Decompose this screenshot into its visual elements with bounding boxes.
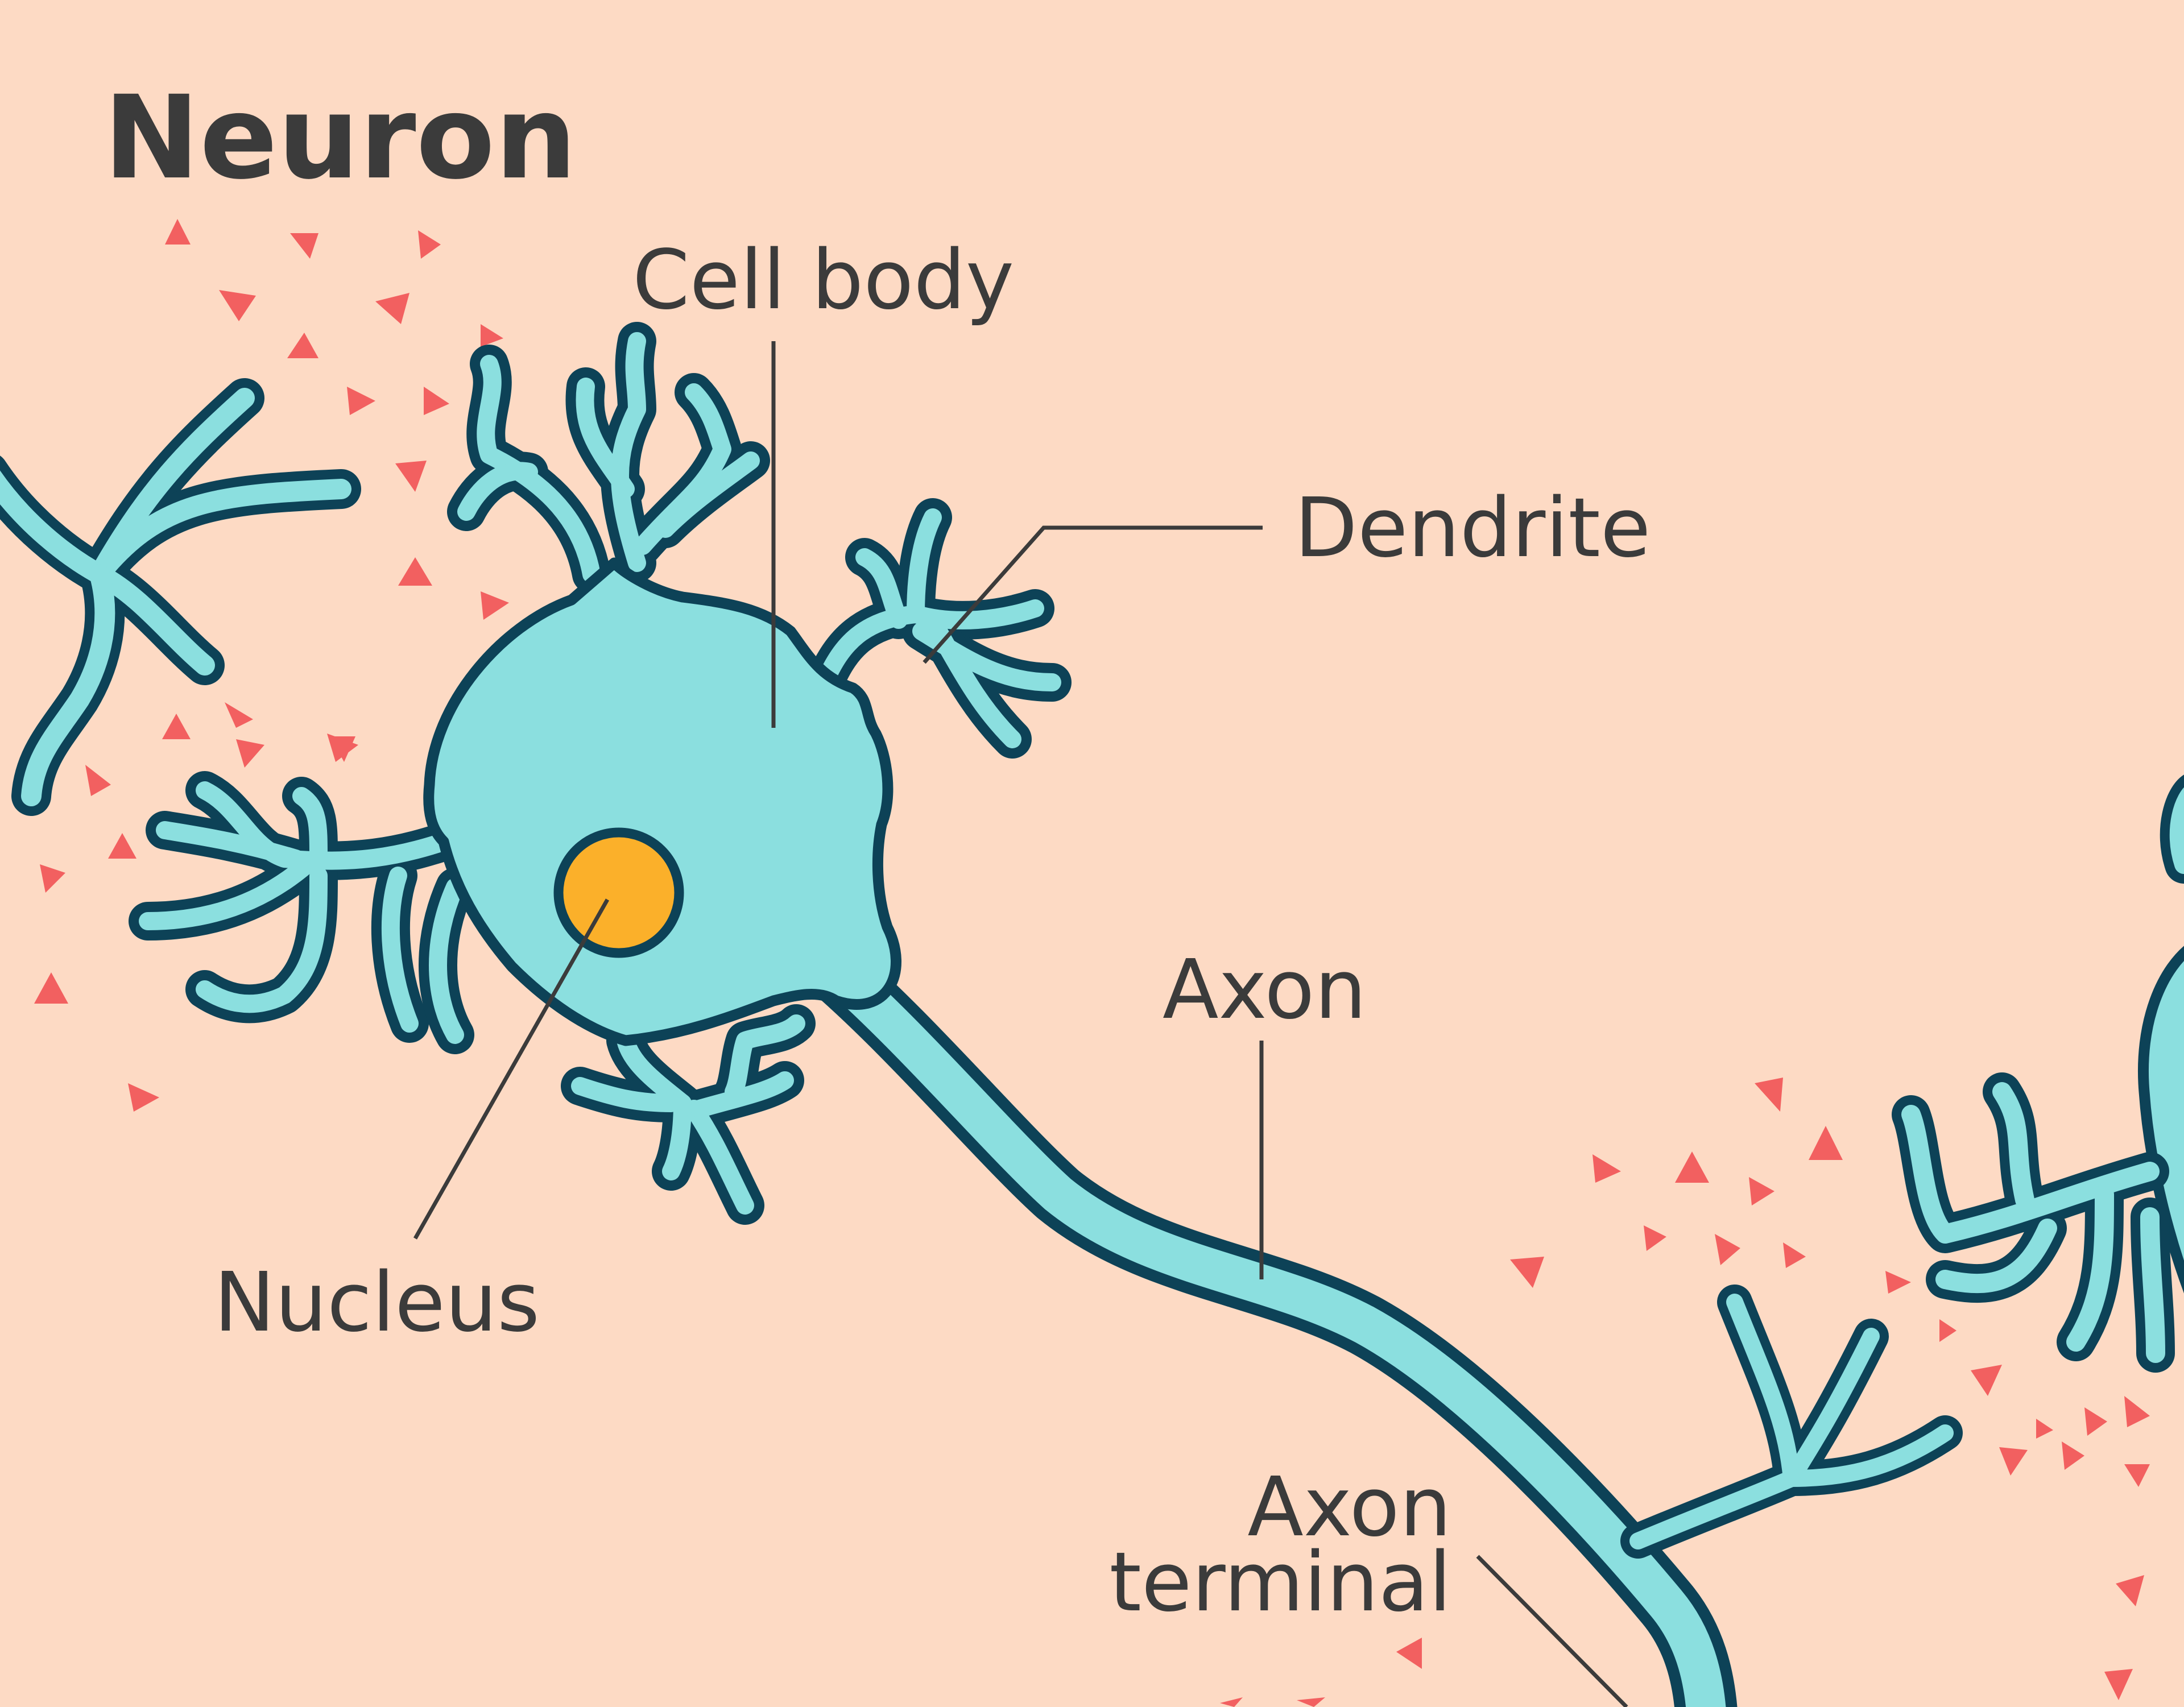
dendrites xyxy=(129,322,1072,1225)
neurotransmitter-particle xyxy=(225,702,253,728)
neurotransmitter-particle xyxy=(1510,1257,1544,1288)
page-title: Neuron xyxy=(104,71,577,205)
neurotransmitter-particle xyxy=(162,714,191,739)
axon-terminal-branches xyxy=(1620,1285,1963,1559)
neurotransmitter-particle xyxy=(395,461,427,492)
neurotransmitter-particle xyxy=(290,233,318,259)
neurotransmitter-particle xyxy=(2124,1464,2150,1487)
neurotransmitter-particle xyxy=(347,387,375,415)
neurotransmitter-particle xyxy=(1396,1638,1422,1669)
axon-label: Axon xyxy=(1163,942,1367,1037)
neurotransmitter-particle xyxy=(481,324,503,347)
left-axon-terminal-branches xyxy=(0,378,361,816)
neurotransmitter-particle xyxy=(2104,1669,2133,1700)
neurotransmitter-particle xyxy=(1809,1126,1843,1160)
neurotransmitter-particles-left xyxy=(34,219,509,1112)
neurotransmitter-particle xyxy=(398,557,432,586)
neurotransmitter-particle xyxy=(424,387,449,415)
neurotransmitter-particle xyxy=(40,864,65,893)
neurotransmitter-particle xyxy=(1675,1151,1709,1183)
cell-body xyxy=(423,557,901,1046)
neurotransmitter-particle xyxy=(418,230,441,259)
neurotransmitter-particle xyxy=(165,219,191,245)
cell-body-label: Cell body xyxy=(632,232,1014,328)
nucleus xyxy=(553,827,684,958)
neurotransmitter-particle xyxy=(1749,1177,1774,1205)
neurotransmitter-particle xyxy=(2116,1575,2144,1606)
neurotransmitter-particle xyxy=(1783,1242,1806,1268)
neurotransmitter-particle xyxy=(1220,1697,1243,1707)
dendrite-leader xyxy=(923,525,1263,664)
neurotransmitter-particle xyxy=(1755,1078,1783,1112)
neurotransmitter-particle xyxy=(108,833,136,859)
nucleus-leader xyxy=(413,898,610,1240)
neurotransmitter-particle xyxy=(330,736,355,762)
neurotransmitter-particle xyxy=(128,1083,159,1112)
neurotransmitter-particle xyxy=(2124,1396,2150,1427)
neurotransmitter-particle xyxy=(34,972,68,1004)
neurotransmitter-particle xyxy=(1999,1447,2028,1476)
neurotransmitter-particle xyxy=(1885,1271,1911,1294)
nucleus-label: Nucleus xyxy=(214,1254,540,1350)
leader-lines xyxy=(413,341,1628,1707)
neurotransmitter-particle xyxy=(481,591,509,620)
neurotransmitter-particle xyxy=(287,333,318,358)
neurotransmitter-particle xyxy=(2036,1419,2053,1439)
neurotransmitter-particle xyxy=(1644,1225,1666,1251)
axon-terminal-label-line1: Axon xyxy=(1247,1459,1451,1555)
axon-terminal-label-line2: terminal xyxy=(1109,1534,1451,1630)
neurotransmitter-particle xyxy=(236,739,264,768)
neurotransmitter-particle xyxy=(375,293,410,324)
neurotransmitter-particle xyxy=(1592,1154,1621,1183)
neurotransmitter-particle xyxy=(1939,1319,1956,1342)
neurotransmitter-particle xyxy=(1297,1697,1325,1707)
neurotransmitter-particle xyxy=(2084,1407,2107,1436)
adjacent-neuron xyxy=(1892,774,2184,1373)
neurotransmitter-particle xyxy=(2062,1441,2084,1470)
neurotransmitter-particle xyxy=(85,765,111,796)
neurotransmitter-particle xyxy=(219,290,256,321)
axon-terminal-leader xyxy=(1476,1555,1628,1707)
axon xyxy=(799,935,1738,1707)
neurotransmitter-particle xyxy=(1971,1365,2002,1396)
dendrite-label: Dendrite xyxy=(1294,480,1651,575)
neurotransmitter-particles-right xyxy=(1220,1078,2150,1707)
neurotransmitter-particle xyxy=(1715,1234,1740,1265)
